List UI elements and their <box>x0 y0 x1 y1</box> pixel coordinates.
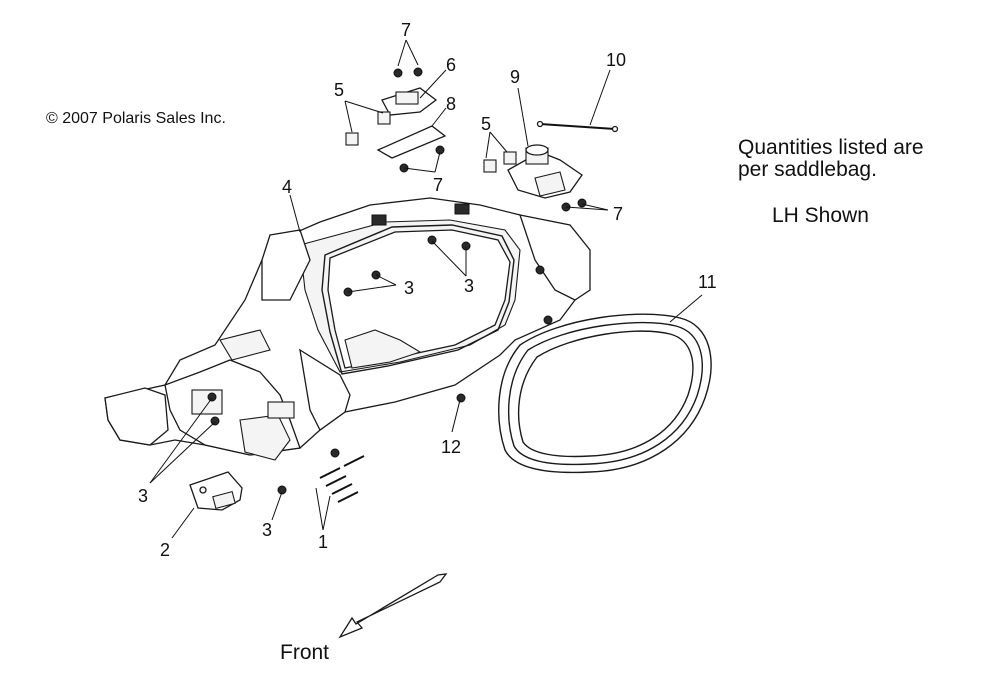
callout-7: 7 <box>613 204 624 224</box>
callout-7: 7 <box>433 175 444 195</box>
front-label: Front <box>280 641 330 664</box>
saddlebag-housing <box>104 197 591 461</box>
callout-5: 5 <box>334 80 345 100</box>
lid-seal <box>498 313 712 474</box>
latch-assembly <box>507 144 583 199</box>
callout-11: 11 <box>698 272 717 292</box>
callout-8: 8 <box>446 94 457 114</box>
fasteners <box>207 67 587 503</box>
copyright-text: © 2007 Polaris Sales Inc. <box>46 110 226 127</box>
callout-3: 3 <box>262 520 273 540</box>
callout-3: 3 <box>404 278 415 298</box>
callout-3: 3 <box>464 276 475 296</box>
callout-1: 1 <box>318 532 329 552</box>
quantities-note: Quantities listed are per saddlebag. <box>738 136 924 181</box>
callout-6: 6 <box>446 55 457 75</box>
callout-9: 9 <box>510 67 521 87</box>
callout-4: 4 <box>282 177 293 197</box>
release-cable <box>536 120 619 133</box>
front-arrow <box>338 573 448 639</box>
callout-7: 7 <box>401 20 412 40</box>
callout-3: 3 <box>138 486 149 506</box>
callout-5: 5 <box>481 114 492 134</box>
mount-bracket <box>189 471 243 511</box>
leader-lines <box>149 39 703 539</box>
callout-2: 2 <box>160 540 171 560</box>
side-shown-label: LH Shown <box>772 204 869 227</box>
callout-12: 12 <box>441 437 462 457</box>
clips <box>345 111 517 173</box>
callout-10: 10 <box>606 50 627 70</box>
